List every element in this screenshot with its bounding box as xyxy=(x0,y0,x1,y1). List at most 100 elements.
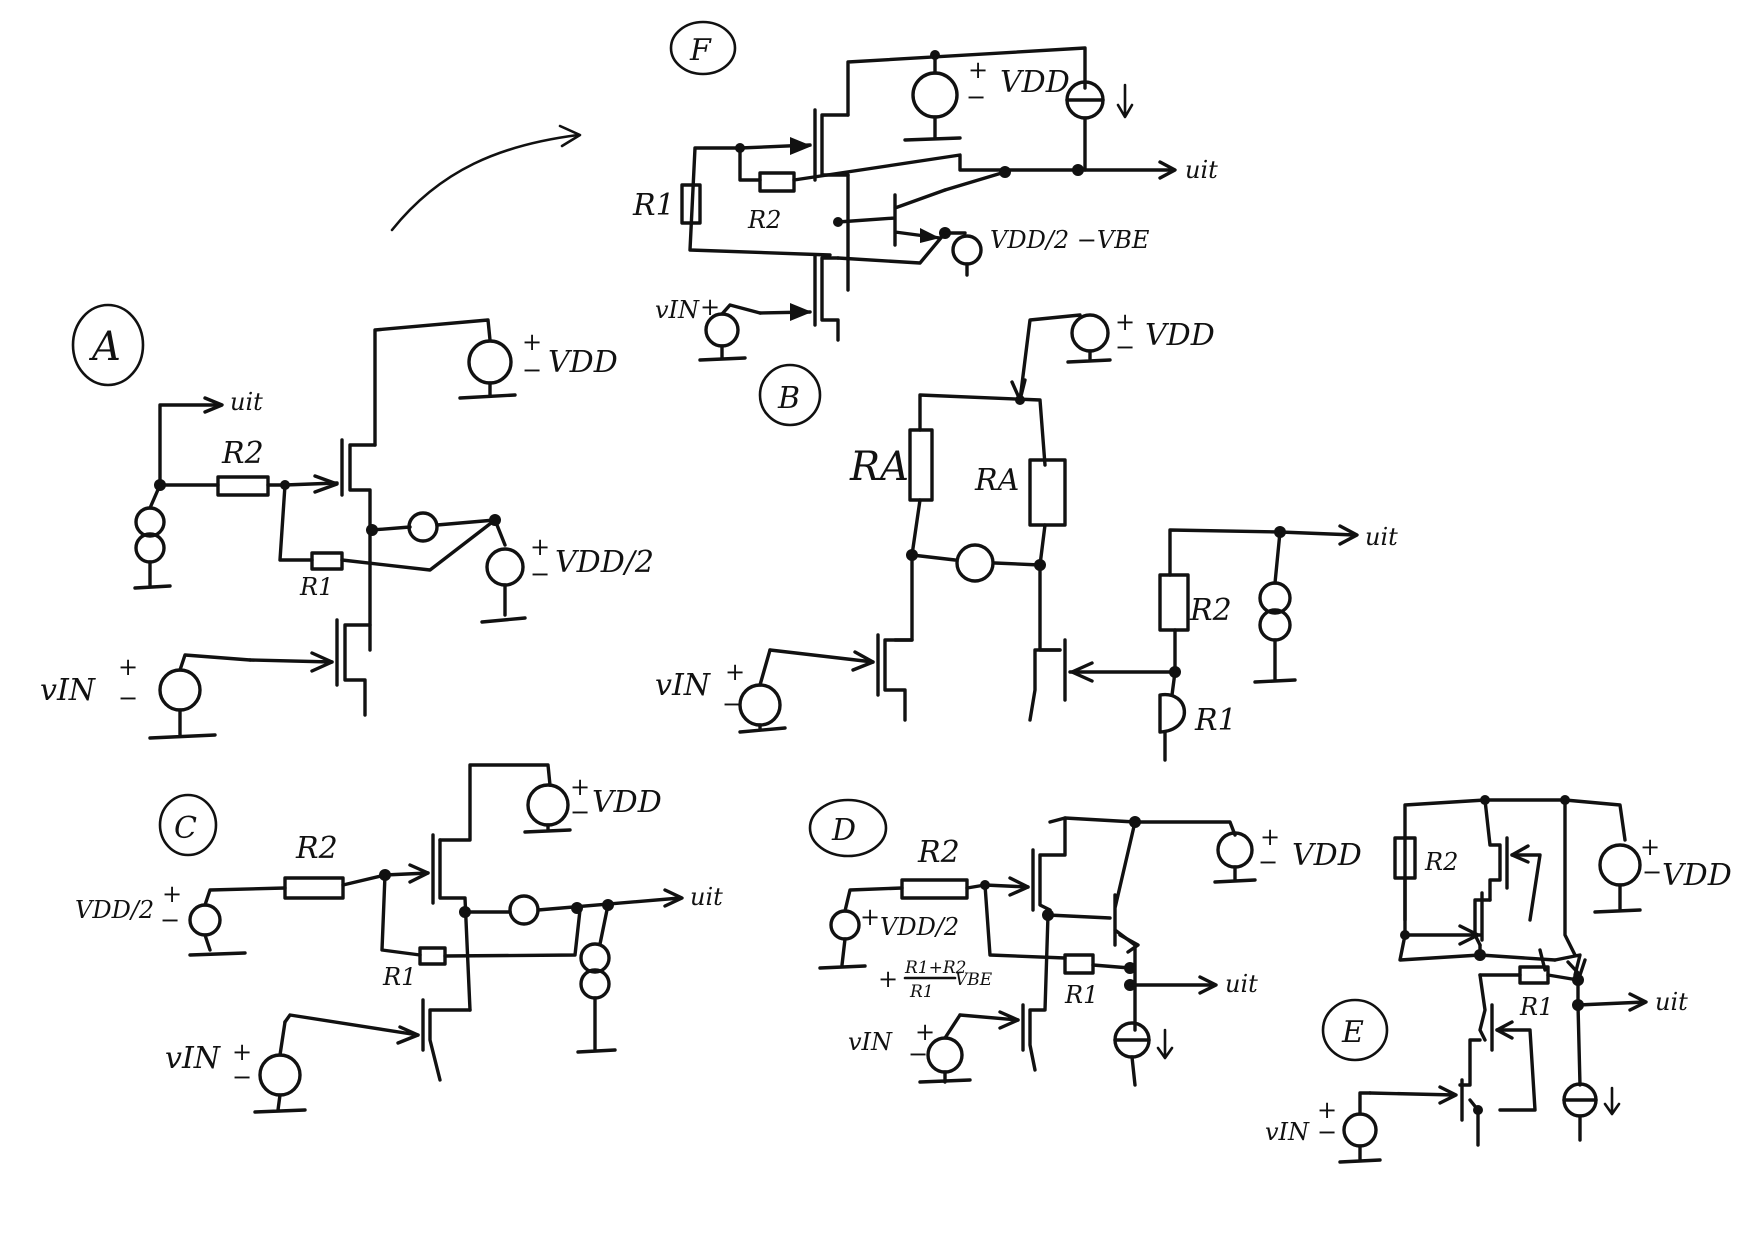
svg-text:−: − xyxy=(908,1040,928,1068)
panel-c-tag: C xyxy=(158,793,218,857)
svg-text:R1: R1 xyxy=(909,982,934,1002)
panel-f-tag: F xyxy=(669,20,737,76)
svg-text:B: B xyxy=(777,381,800,416)
svg-text:VDD: VDD xyxy=(1145,318,1215,353)
svg-text:+: + xyxy=(570,773,590,801)
svg-text:+: + xyxy=(1260,823,1280,851)
svg-text:RA: RA xyxy=(974,463,1019,498)
svg-text:uit: uit xyxy=(690,883,723,911)
resistor-r1: R1 xyxy=(1158,692,1237,738)
svg-text:RA: RA xyxy=(849,444,909,490)
svg-text:+: + xyxy=(1115,308,1135,336)
svg-text:VDD: VDD xyxy=(1662,858,1732,893)
source-vin: vIN + − xyxy=(655,648,787,734)
svg-text:R1: R1 xyxy=(632,188,675,223)
svg-text:−: − xyxy=(1642,858,1662,886)
resistor-r2: R2 xyxy=(747,171,796,234)
svg-text:uit: uit xyxy=(230,388,263,416)
svg-text:R2: R2 xyxy=(1424,848,1458,876)
current-source xyxy=(1113,1021,1174,1087)
svg-text:R1: R1 xyxy=(382,963,416,991)
current-source xyxy=(576,903,617,1054)
panel-c: C + − VDD VDD/2 + − R2 R1 xyxy=(75,763,723,1114)
source-vin: vIN + − xyxy=(1265,1091,1382,1164)
svg-text:−: − xyxy=(1115,333,1135,361)
voltage-source-vdd: + − VDD xyxy=(1213,823,1362,884)
svg-text:−: − xyxy=(522,356,542,384)
svg-text:−: − xyxy=(1258,848,1278,876)
svg-text:uit: uit xyxy=(1655,988,1688,1016)
resistor-ra-left: RA xyxy=(849,428,934,502)
svg-text:+: + xyxy=(878,965,898,993)
resistor-r1: R1 xyxy=(632,183,702,225)
svg-text:R1: R1 xyxy=(1519,993,1553,1021)
voltage-source-bias: + VDD/2 + R1+R2 R1 VBE xyxy=(818,886,993,1002)
svg-text:VDD: VDD xyxy=(1000,65,1070,100)
svg-text:R1: R1 xyxy=(1064,981,1098,1009)
svg-text:−: − xyxy=(966,83,986,111)
svg-text:uit: uit xyxy=(1185,156,1218,184)
svg-text:A: A xyxy=(88,324,121,370)
svg-text:+: + xyxy=(725,658,745,686)
resistor-r2: R2 xyxy=(1158,573,1232,632)
resistor-ra-right: RA xyxy=(974,458,1067,527)
panel-e: E + − VDD R2 xyxy=(1265,795,1732,1164)
panel-a-tag: A xyxy=(71,303,145,387)
pointer-arrow xyxy=(390,124,582,232)
svg-text:VDD: VDD xyxy=(592,785,662,820)
svg-text:VDD/2: VDD/2 xyxy=(75,896,154,924)
svg-text:vIN: vIN xyxy=(655,296,700,324)
svg-text:+: + xyxy=(118,653,138,681)
svg-text:+: + xyxy=(1640,833,1660,861)
panel-a: A + − VDD uit R2 xyxy=(40,303,654,740)
voltage-source-vdd: + − VDD xyxy=(1593,833,1732,914)
svg-text:−: − xyxy=(570,798,590,826)
svg-text:VBE: VBE xyxy=(955,970,993,990)
panel-d-tag: D xyxy=(808,798,888,858)
svg-text:uit: uit xyxy=(1365,523,1398,551)
panel-f: F + − VDD R1 xyxy=(632,20,1218,362)
svg-text:−: − xyxy=(1317,1118,1337,1146)
svg-text:+: + xyxy=(1317,1096,1337,1124)
svg-text:R1+R2: R1+R2 xyxy=(904,958,966,978)
svg-text:R2: R2 xyxy=(295,831,338,866)
svg-text:uit: uit xyxy=(1225,970,1258,998)
resistor-r1: R1 xyxy=(299,551,344,601)
source-vin: vIN + − xyxy=(165,1020,307,1114)
voltage-source-vdd: + − VDD xyxy=(523,773,662,834)
resistor-r1: R1 xyxy=(1518,965,1553,1021)
svg-text:E: E xyxy=(1341,1015,1364,1050)
resistor-r1: R1 xyxy=(382,946,447,991)
svg-text:−: − xyxy=(530,560,550,588)
resistor-r1: R1 xyxy=(1063,953,1098,1009)
svg-text:−: − xyxy=(160,906,180,934)
svg-text:+: + xyxy=(860,903,880,931)
voltage-source-vdd-half: + − VDD/2 xyxy=(480,518,654,624)
svg-text:vIN: vIN xyxy=(655,668,712,703)
svg-text:+: + xyxy=(522,328,542,356)
svg-text:+: + xyxy=(162,880,182,908)
svg-text:−: − xyxy=(118,684,138,712)
svg-text:R2: R2 xyxy=(1189,593,1232,628)
svg-text:vIN: vIN xyxy=(848,1028,893,1056)
svg-text:vIN: vIN xyxy=(40,673,97,708)
svg-text:D: D xyxy=(831,813,856,848)
svg-text:+: + xyxy=(915,1018,935,1046)
svg-text:R2: R2 xyxy=(221,436,264,471)
voltage-source-bias: VDD/2 −VBE xyxy=(943,226,1150,277)
svg-text:C: C xyxy=(174,811,197,846)
svg-text:R2: R2 xyxy=(917,835,960,870)
svg-text:−: − xyxy=(232,1063,252,1091)
svg-text:vIN: vIN xyxy=(1265,1118,1310,1146)
svg-text:VDD: VDD xyxy=(548,345,618,380)
svg-text:VDD: VDD xyxy=(1292,838,1362,873)
svg-text:F: F xyxy=(689,33,712,68)
source-vin: vIN + − xyxy=(40,653,252,740)
svg-text:vIN: vIN xyxy=(165,1041,222,1076)
svg-text:R1: R1 xyxy=(299,573,333,601)
svg-text:−: − xyxy=(722,690,742,718)
svg-text:+: + xyxy=(530,533,550,561)
svg-text:VDD/2: VDD/2 xyxy=(880,913,959,941)
panel-e-tag: E xyxy=(1321,998,1389,1062)
